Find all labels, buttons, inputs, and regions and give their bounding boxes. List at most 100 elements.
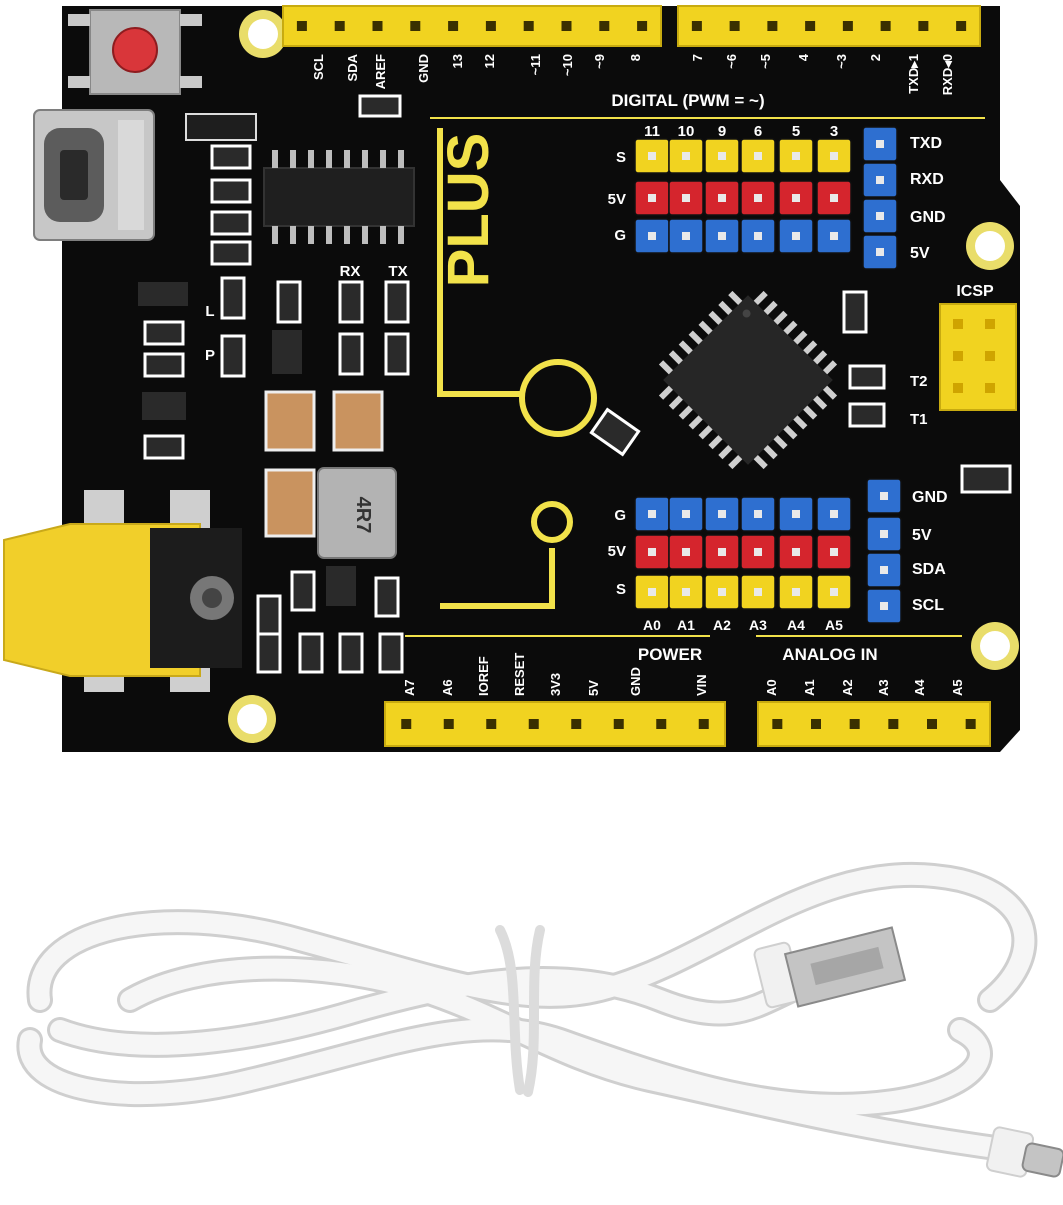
power-header bbox=[384, 701, 726, 747]
analog-pin bbox=[668, 534, 704, 570]
top-pin-label: ~5 bbox=[758, 54, 773, 69]
analog-header-label: A0 bbox=[764, 679, 779, 696]
analog-label: ANALOG IN bbox=[782, 645, 877, 664]
led-label: RX bbox=[340, 263, 361, 280]
analog-pin-label: A1 bbox=[677, 617, 695, 633]
bottom-row-label: 5V bbox=[608, 543, 626, 560]
uart-label: 5V bbox=[910, 245, 930, 262]
i2c-pin bbox=[866, 478, 902, 514]
led-label: P bbox=[205, 347, 215, 364]
top-pin-label: ~9 bbox=[592, 54, 607, 69]
top-pin-label: RXD◂0 bbox=[940, 54, 955, 95]
analog-pin bbox=[634, 574, 670, 610]
pwm-number-label: 10 bbox=[678, 123, 695, 140]
silkscreen-graphics bbox=[405, 117, 985, 637]
pwm-pin bbox=[816, 218, 852, 254]
uart-pin bbox=[862, 234, 898, 270]
icsp-pins bbox=[953, 319, 995, 393]
usb-c-plug bbox=[985, 1126, 1063, 1178]
led-label: L bbox=[205, 303, 214, 320]
analog-pin bbox=[816, 574, 852, 610]
t-label: T2 bbox=[910, 373, 928, 390]
pwm-pin bbox=[668, 138, 704, 174]
mounting-hole bbox=[966, 222, 1014, 270]
top-pin-label: TXD▸1 bbox=[906, 54, 921, 94]
analog-pin-label: A3 bbox=[749, 617, 767, 633]
uart-label: GND bbox=[910, 209, 946, 226]
pwm-pin bbox=[704, 218, 740, 254]
top-row-label: 5V bbox=[608, 191, 626, 208]
power-label: POWER bbox=[638, 645, 702, 664]
power-pin-label: 5V bbox=[586, 680, 601, 696]
top-pin-label: 8 bbox=[628, 54, 643, 61]
pwm-pin bbox=[778, 138, 814, 174]
top-pin-label: 12 bbox=[482, 54, 497, 68]
pwm-number-label: 6 bbox=[754, 123, 762, 140]
uart-pin bbox=[862, 162, 898, 198]
pwm-number-label: 9 bbox=[718, 123, 726, 140]
power-pin-label: A7 bbox=[402, 679, 417, 696]
bottom-row-label: S bbox=[616, 581, 626, 598]
top-pin-label: 4 bbox=[796, 53, 811, 61]
usb-a-plug bbox=[753, 926, 907, 1009]
top-row-label: S bbox=[616, 149, 626, 166]
analog-pin-label: A5 bbox=[825, 617, 843, 633]
analog-pin bbox=[778, 496, 814, 532]
t-label: T1 bbox=[910, 411, 928, 428]
i2c-label: SDA bbox=[912, 561, 946, 578]
smd-components bbox=[143, 94, 1012, 674]
analog-header-label: A2 bbox=[840, 679, 855, 696]
power-pin-label: A6 bbox=[440, 679, 455, 696]
i2c-label: 5V bbox=[912, 527, 932, 544]
top-pin-label: 2 bbox=[868, 54, 883, 61]
top-pin-label: ~11 bbox=[528, 54, 543, 75]
board-logo: PLUS bbox=[436, 133, 501, 288]
top-pin-label: ~6 bbox=[724, 54, 739, 69]
analog-pin bbox=[778, 574, 814, 610]
pwm-number-label: 3 bbox=[830, 123, 838, 140]
microcontroller-chip bbox=[658, 290, 838, 470]
inductor-text: 4R7 bbox=[352, 497, 374, 534]
analog-header-label: A1 bbox=[802, 679, 817, 696]
usb-serial-chip bbox=[263, 150, 415, 244]
pwm-pin bbox=[668, 180, 704, 216]
digital-header-right bbox=[677, 5, 981, 47]
i2c-label: GND bbox=[912, 489, 948, 506]
pwm-pin bbox=[740, 138, 776, 174]
digital-label: DIGITAL (PWM = ~) bbox=[611, 91, 764, 110]
top-pin-label: 7 bbox=[690, 54, 705, 61]
transistors bbox=[138, 113, 356, 606]
pwm-pin bbox=[704, 180, 740, 216]
analog-pin bbox=[778, 534, 814, 570]
analog-pin bbox=[816, 534, 852, 570]
pwm-pin bbox=[704, 138, 740, 174]
analog-pin bbox=[704, 496, 740, 532]
pwm-pin bbox=[778, 218, 814, 254]
top-pin-label: ~10 bbox=[560, 54, 575, 76]
uart-label: TXD bbox=[910, 135, 942, 152]
analog-header-label: A4 bbox=[912, 679, 927, 696]
analog-pin bbox=[816, 496, 852, 532]
pwm-pin bbox=[740, 180, 776, 216]
analog-header-label: A3 bbox=[876, 679, 891, 696]
top-pin-label: SDA bbox=[345, 53, 360, 81]
icsp-header bbox=[939, 303, 1017, 411]
led-label: TX bbox=[388, 263, 407, 280]
analog-pin bbox=[634, 534, 670, 570]
pwm-pin bbox=[634, 218, 670, 254]
top-pin-label: SCL bbox=[311, 54, 326, 80]
power-pin-label: RESET bbox=[512, 653, 527, 696]
dc-power-jack bbox=[3, 490, 242, 692]
i2c-label: SCL bbox=[912, 597, 944, 614]
pwm-pin bbox=[668, 218, 704, 254]
analog-pin bbox=[740, 574, 776, 610]
power-pin-label: VIN bbox=[694, 674, 709, 696]
mounting-hole bbox=[971, 622, 1019, 670]
icsp-label: ICSP bbox=[956, 283, 994, 300]
top-row-label: G bbox=[614, 227, 626, 244]
analog-pin bbox=[668, 496, 704, 532]
top-pin-label: AREF bbox=[373, 54, 388, 89]
power-pin-label: IOREF bbox=[476, 656, 491, 696]
pwm-pin bbox=[816, 138, 852, 174]
